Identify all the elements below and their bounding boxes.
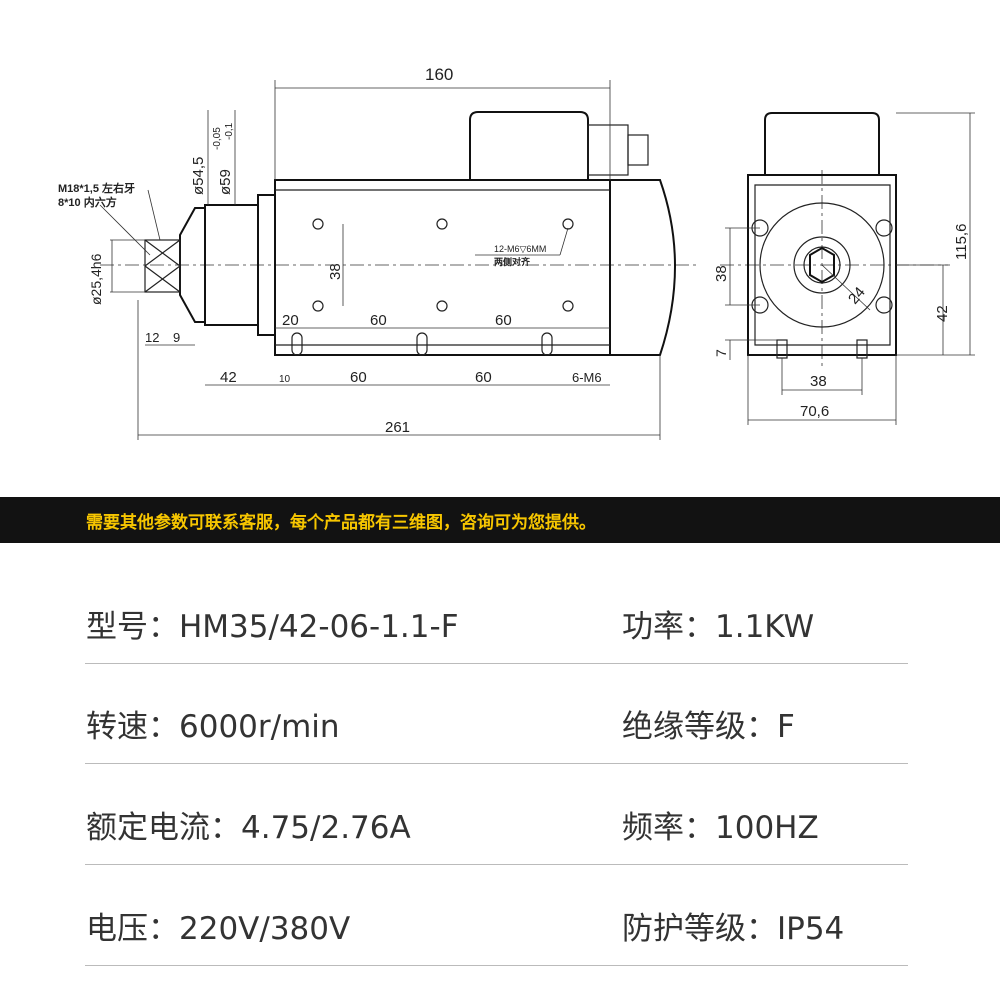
side-dim-42: 42 xyxy=(934,305,951,322)
dim-42: 42 xyxy=(220,369,237,386)
dim-phi59: ø59 xyxy=(217,169,234,195)
spec-row: 型号：HM35/42-06-1.1-F 功率：1.1KW xyxy=(85,563,908,664)
side-dim-38: 38 xyxy=(713,265,730,282)
dim-12: 12 xyxy=(145,330,159,345)
side-dim-115-6: 115,6 xyxy=(953,224,970,260)
dim-60-top-2: 60 xyxy=(495,312,512,329)
spec-frequency: 频率：100HZ xyxy=(622,810,819,846)
holes-align-note: 两侧对齐 xyxy=(494,256,531,267)
dim-38: 38 xyxy=(327,263,344,280)
spec-voltage: 电压：220V/380V xyxy=(86,911,351,947)
dim-phi54-5: ø54,5 xyxy=(190,157,207,195)
side-dim-24: 24 xyxy=(845,284,869,308)
spec-speed: 转速：6000r/min xyxy=(86,709,340,745)
dim-phi25-4h6: ø25,4h6 xyxy=(88,253,104,305)
spec-insulation: 绝缘等级：F xyxy=(622,709,795,745)
dim-20: 20 xyxy=(282,312,299,329)
side-dim-70-6: 70,6 xyxy=(800,403,829,420)
side-dim-38-bottom: 38 xyxy=(810,373,827,390)
technical-drawing: 160 261 42 10 60 60 6-M6 20 60 60 38 12 … xyxy=(58,65,975,440)
thread-note: M18*1,5 左右牙 xyxy=(58,181,135,195)
dim-10: 10 xyxy=(279,374,291,385)
dim-261: 261 xyxy=(385,419,410,436)
spec-power: 功率：1.1KW xyxy=(622,609,815,645)
dim-60-top-1: 60 xyxy=(370,312,387,329)
spec-protection: 防护等级：IP54 xyxy=(622,911,845,947)
holes-note: 12-M6▽6MM xyxy=(494,244,546,254)
spec-row: 电压：220V/380V 防护等级：IP54 xyxy=(85,865,908,966)
spindle-side-view: 38 115,6 42 7 38 70,6 24 xyxy=(713,112,975,425)
banner-text: 需要其他参数可联系客服，每个产品都有三维图，咨询可为您提供。 xyxy=(86,513,596,533)
dim-tol-upper: -0,05 xyxy=(212,127,223,150)
side-dim-7: 7 xyxy=(713,349,729,357)
dim-tol-lower: -0,1 xyxy=(224,122,235,140)
spec-row: 转速：6000r/min 绝缘等级：F xyxy=(85,663,908,764)
dim-160: 160 xyxy=(425,65,453,84)
spec-row: 额定电流：4.75/2.76A 频率：100HZ xyxy=(85,764,908,865)
dim-60-bottom-2: 60 xyxy=(475,369,492,386)
spec-model: 型号：HM35/42-06-1.1-F xyxy=(86,609,459,645)
dim-9: 9 xyxy=(173,330,180,345)
dim-6-m6: 6-M6 xyxy=(572,370,602,385)
spindle-front-view: 160 261 42 10 60 60 6-M6 20 60 60 38 12 … xyxy=(58,65,700,440)
contact-banner: 需要其他参数可联系客服，每个产品都有三维图，咨询可为您提供。 xyxy=(0,497,1000,543)
hex-note: 8*10 内六方 xyxy=(58,195,117,209)
spec-current: 额定电流：4.75/2.76A xyxy=(86,810,411,846)
dim-60-bottom-1: 60 xyxy=(350,369,367,386)
